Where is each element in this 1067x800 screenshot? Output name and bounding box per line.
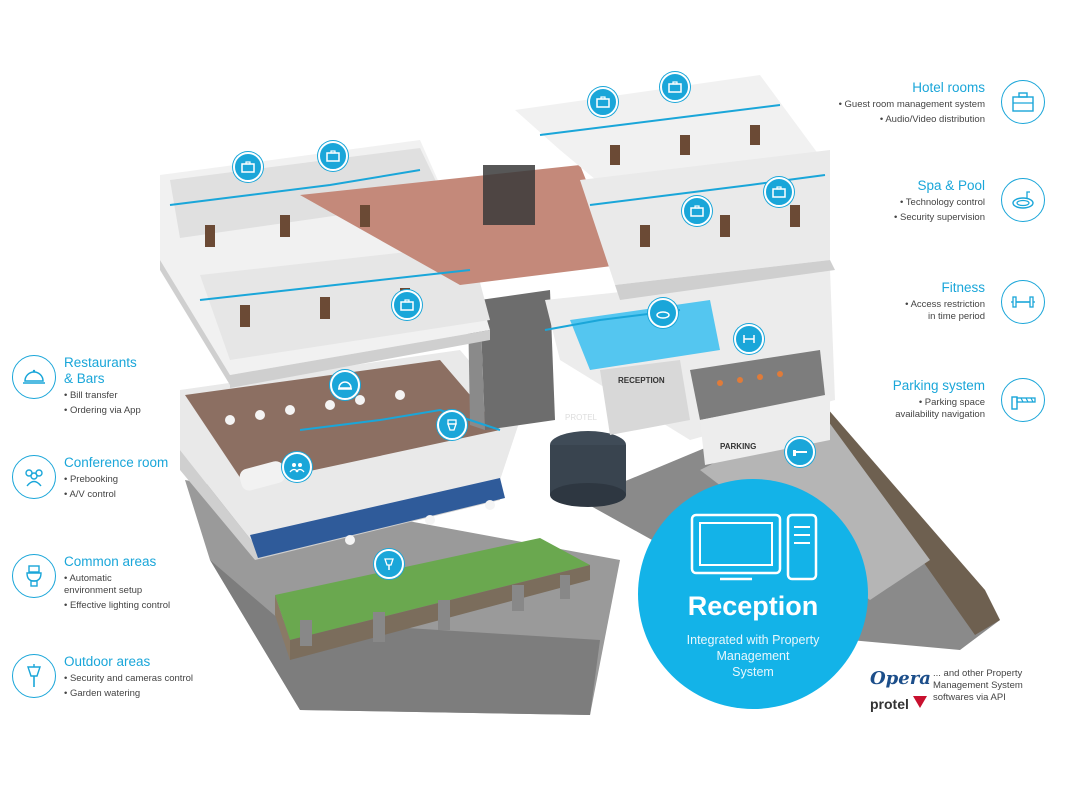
feature-title: Common areas (64, 554, 157, 569)
hotel-room-pin[interactable] (588, 87, 618, 117)
feature-title: Hotel rooms (912, 80, 985, 95)
fitness-pin[interactable] (734, 324, 764, 354)
restaurant-pin[interactable] (330, 370, 360, 400)
other-pms-text: ... and other Property Management System… (933, 668, 1023, 703)
feature-item: Bill transfer (64, 390, 234, 402)
toilet-icon (12, 554, 56, 598)
feature-item: Guest room management system (795, 99, 985, 111)
feature-item: Ordering via App (64, 405, 234, 417)
reception-subtitle: Integrated with Property Management Syst… (686, 633, 820, 679)
protel-logo: protel (870, 696, 930, 716)
feature-title: Outdoor areas (64, 654, 151, 669)
computer-icon (690, 513, 818, 581)
conference-pin[interactable] (282, 452, 312, 482)
barrier-icon (1001, 378, 1045, 422)
feature-item: Audio/Video distribution (795, 114, 985, 126)
feature-item: Security and cameras control (64, 673, 234, 685)
opera-logo: Opera (870, 668, 931, 689)
common-area-pin[interactable] (437, 410, 467, 440)
lamp-icon (12, 654, 56, 698)
parking-pin[interactable] (785, 437, 815, 467)
protel-sign: PROTEL (565, 413, 598, 422)
hotel-room-pin[interactable] (764, 177, 794, 207)
feature-item: Access restriction in time period (795, 299, 985, 323)
feature-item: Effective lighting control (64, 600, 234, 612)
hotel-room-pin[interactable] (318, 141, 348, 171)
reception-sign: RECEPTION (618, 376, 665, 385)
reception-title: Reception (687, 591, 819, 621)
cloche-icon (12, 355, 56, 399)
feature-item: Automatic environment setup (64, 573, 234, 597)
dumbbell-icon (1001, 280, 1045, 324)
feature-title: Spa & Pool (917, 178, 985, 193)
spa-pin[interactable] (648, 298, 678, 328)
feature-item: A/V control (64, 489, 234, 501)
pool-icon (1001, 178, 1045, 222)
feature-item: Parking space availability navigation (795, 397, 985, 421)
parking-sign: PARKING (720, 442, 756, 451)
feature-title: Parking system (892, 378, 985, 393)
hotel-room-pin[interactable] (392, 290, 422, 320)
hotel-room-pin[interactable] (233, 152, 263, 182)
people-icon (12, 455, 56, 499)
feature-item: Technology control (795, 197, 985, 209)
reception-highlight: Reception Integrated with Property Manag… (638, 479, 868, 709)
outdoor-pin[interactable] (374, 549, 404, 579)
hotel-room-pin[interactable] (682, 196, 712, 226)
feature-item: Prebooking (64, 474, 234, 486)
feature-item: Garden watering (64, 688, 234, 700)
feature-title: Restaurants & Bars (64, 355, 137, 386)
feature-item: Security supervision (795, 212, 985, 224)
feature-title: Conference room (64, 455, 169, 470)
suitcase-icon (1001, 80, 1045, 124)
hotel-room-pin[interactable] (660, 72, 690, 102)
feature-title: Fitness (941, 280, 985, 295)
